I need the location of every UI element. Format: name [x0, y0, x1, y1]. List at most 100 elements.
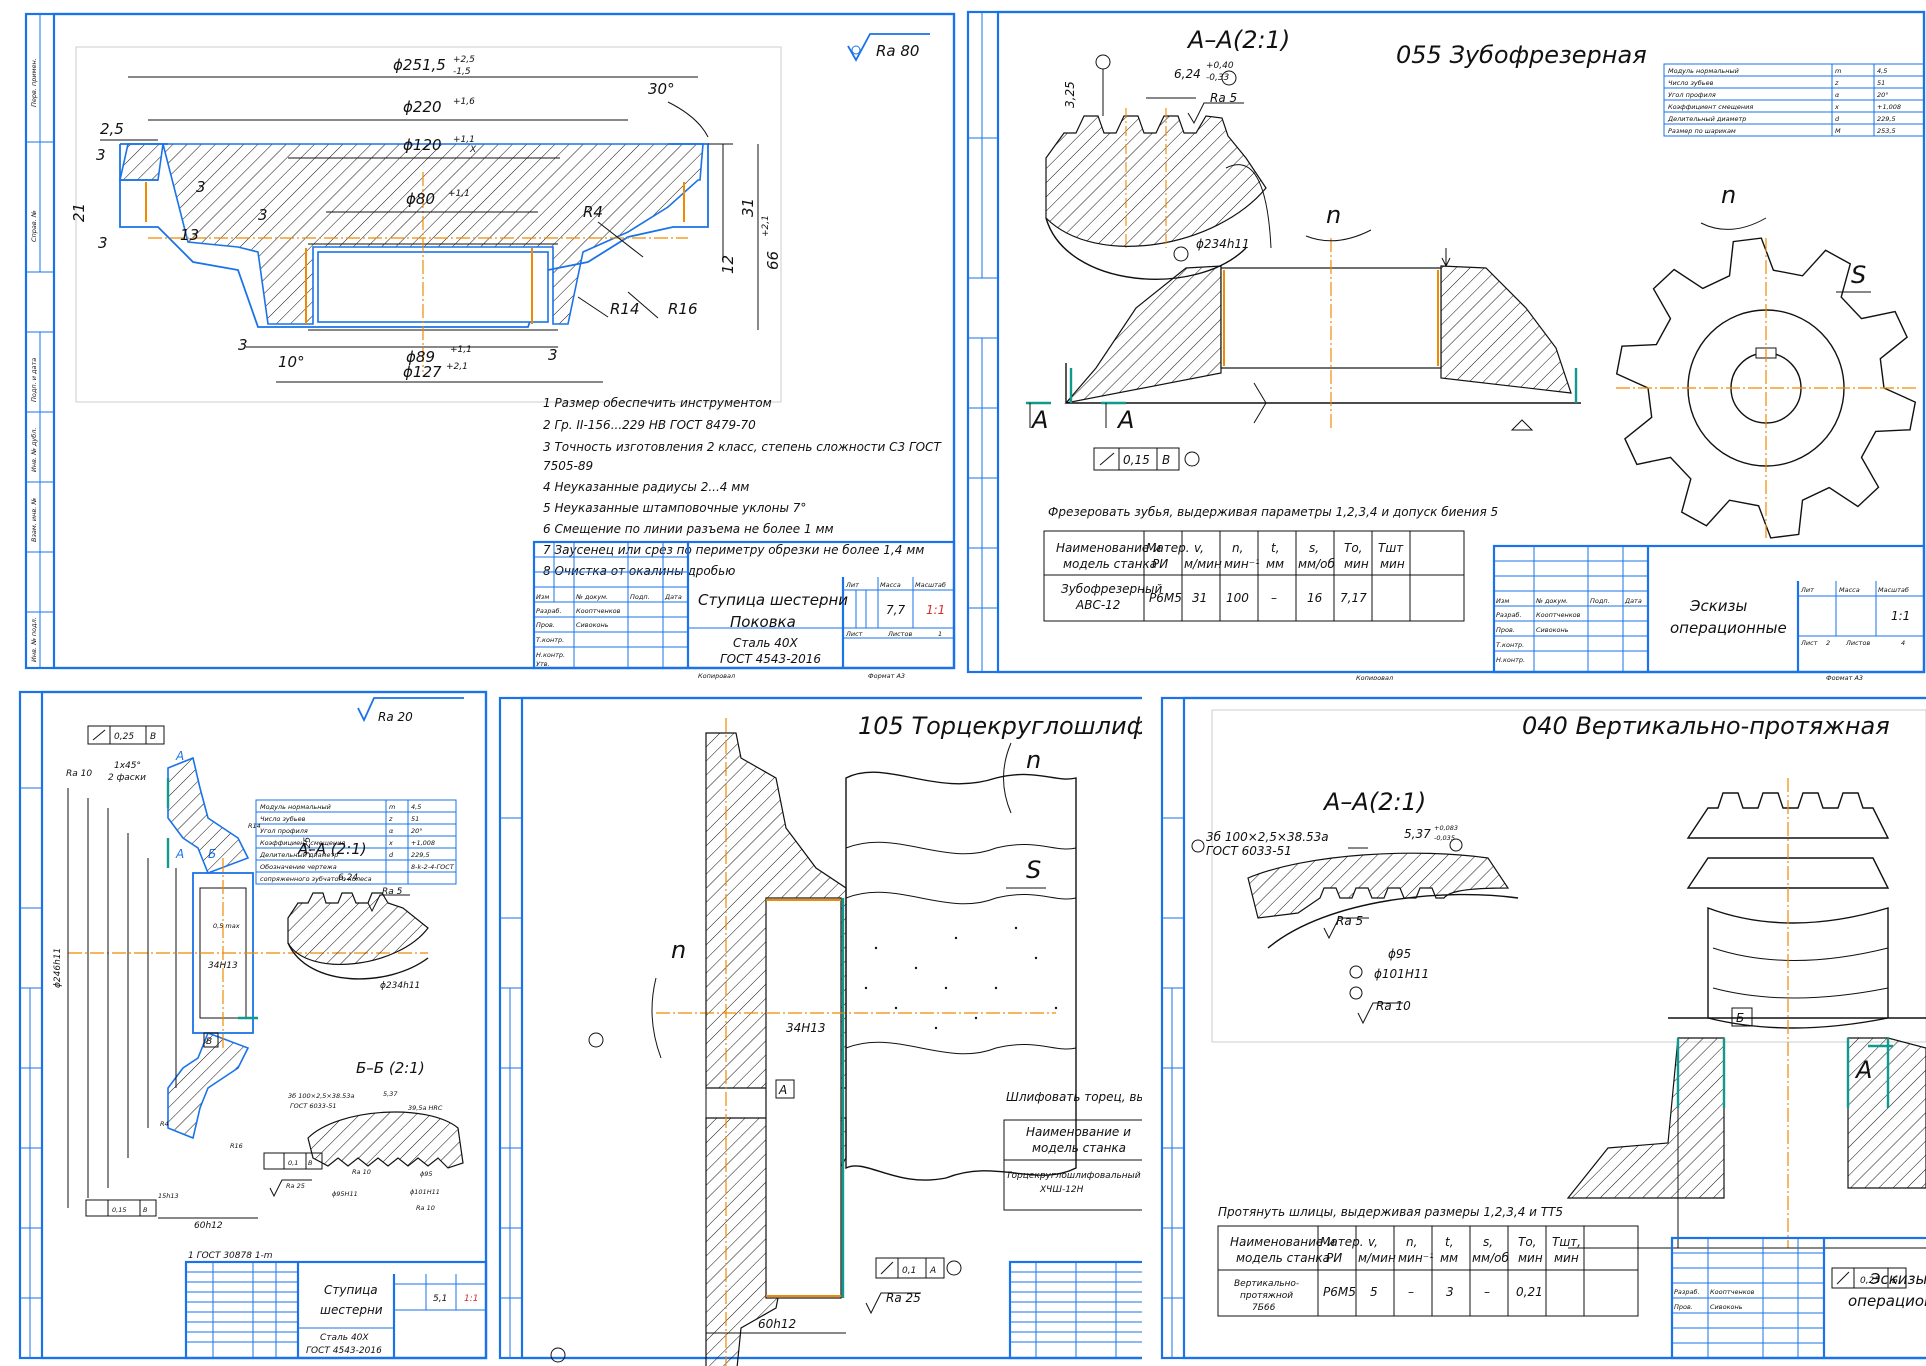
svg-text:+2,1: +2,1 [761, 215, 771, 237]
param-cell: 51 [1877, 79, 1885, 87]
svg-text:Т.контр.: Т.контр. [536, 636, 564, 644]
svg-text:Масштаб: Масштаб [915, 581, 946, 589]
param-cell: 229,5 [411, 851, 430, 859]
svg-text:№ докум.: № докум. [575, 593, 608, 601]
svg-text:31: 31 [739, 198, 757, 217]
svg-text:ГОСТ 4543-2016: ГОСТ 4543-2016 [306, 1346, 382, 1356]
operation-table-055: Наименование и модель станка Матер. РИ v… [1043, 530, 1465, 622]
svg-text:А–А (2:1): А–А (2:1) [297, 840, 367, 858]
grinding-wheel [845, 771, 1077, 1181]
svg-text:v,: v, [1194, 541, 1204, 555]
svg-text:мин⁻¹: мин⁻¹ [1224, 557, 1260, 571]
svg-text:м/мин: м/мин [1358, 1251, 1396, 1265]
svg-text:А: А [1030, 406, 1048, 434]
svg-text:модель станка: модель станка [1236, 1251, 1330, 1265]
svg-text:R14: R14 [248, 822, 261, 830]
svg-text:Наименование и: Наименование и [1230, 1235, 1335, 1249]
svg-text:0,5 max: 0,5 max [213, 922, 240, 930]
svg-text:0,25: 0,25 [114, 732, 134, 742]
svg-text:n: n [1721, 181, 1736, 209]
svg-text:–: – [1271, 591, 1277, 605]
side-label-perv: Перв. примен. [30, 58, 38, 107]
svg-text:31: 31 [1192, 591, 1207, 605]
svg-text:А: А [175, 847, 184, 861]
param-cell: 4,5 [411, 803, 421, 811]
svg-text:Ra 25: Ra 25 [886, 1291, 921, 1305]
svg-text:3 Точность изготовления 2 клас: 3 Точность изготовления 2 класс, степень… [543, 440, 942, 454]
svg-text:ϕ234h11: ϕ234h11 [1196, 237, 1250, 251]
svg-text:1 Размер обеспечить инструмент: 1 Размер обеспечить инструментом [543, 396, 772, 410]
svg-text:ϕ101H11: ϕ101H11 [410, 1188, 440, 1196]
svg-text:Б: Б [1892, 1276, 1898, 1286]
forging-drawing-svg: Перв. примен. Справ. № Подп. и дата Инв.… [24, 12, 956, 680]
svg-text:ϕ95: ϕ95 [1388, 947, 1411, 961]
sheet-gear-hobbing: 055 Зубофрезерная А–А(2:1) 6,24 +0,40 -0… [966, 8, 1926, 680]
hub-name: Ступица [324, 1283, 378, 1297]
dim-angle30: 30° [648, 80, 675, 98]
param-cell: x [388, 839, 393, 847]
svg-text:t,: t, [1445, 1235, 1454, 1249]
param-cell: x [1834, 103, 1839, 111]
dimensions-forging: ϕ251,5 +2,5 -1,5 ϕ220 +1,6 ϕ120 +1,1 X ϕ… [70, 55, 782, 383]
svg-text:Пров.: Пров. [536, 621, 555, 629]
svg-text:Н.контр.: Н.контр. [1496, 656, 1525, 664]
broaching-part [1566, 1017, 1926, 1249]
svg-text:1x45°: 1x45° [114, 761, 141, 771]
param-cell: Число зубьев [1668, 79, 1714, 87]
svg-text:Н.контр.: Н.контр. [536, 651, 565, 659]
param-cell: M [1835, 127, 1841, 135]
svg-text:Наименование и: Наименование и [1026, 1125, 1131, 1139]
operation-title-105: 105 Торцекруглошлифовал [858, 712, 1142, 740]
dim-d80: ϕ80 [406, 190, 435, 208]
svg-text:-0,035: -0,035 [1434, 834, 1455, 842]
svg-text:+2,5: +2,5 [453, 55, 475, 65]
sheet-broaching: 040 Вертикально-протяжная А–А(2:1) 3б 10… [1148, 688, 1926, 1366]
hub-detail-svg: Ra 20 0,25 В 1x45° 2 фаски Ra 10 А А Б Б… [18, 690, 488, 1360]
svg-text:Матер.: Матер. [1320, 1235, 1364, 1249]
svg-text:ГОСТ 6033-51: ГОСТ 6033-51 [290, 1102, 336, 1110]
side-label-inv-podl: Инв. № подл. [30, 617, 38, 662]
svg-text:В: В [206, 1037, 212, 1047]
svg-text:100: 100 [1226, 591, 1249, 605]
svg-text:1:1: 1:1 [1891, 609, 1910, 623]
side-label-podp: Подп. и дата [30, 358, 38, 402]
svg-text:Формат А3: Формат А3 [868, 672, 905, 680]
param-cell: +1,008 [1877, 103, 1901, 111]
svg-text:Поковка: Поковка [730, 613, 796, 631]
svg-text:s,: s, [1309, 541, 1319, 555]
svg-text:3: 3 [1446, 1285, 1454, 1299]
svg-text:РИ: РИ [1326, 1251, 1342, 1265]
svg-text:7505-89: 7505-89 [543, 459, 593, 473]
svg-text:3б 100×2,5×38.53а: 3б 100×2,5×38.53а [1206, 830, 1329, 844]
param-cell: Угол профиля [260, 827, 308, 835]
grinding-part-section [656, 718, 1056, 1366]
svg-text:ϕ234h11: ϕ234h11 [380, 981, 420, 991]
svg-text:4 Неуказанные радиусы 2...4 мм: 4 Неуказанные радиусы 2...4 мм [543, 480, 749, 494]
svg-text:шестерни: шестерни [320, 1303, 383, 1317]
svg-text:Утв.: Утв. [536, 660, 550, 668]
title-block-sheet4 [1008, 1260, 1142, 1360]
param-cell: +1,008 [411, 839, 435, 847]
sheet-hub-detail: Ra 20 0,25 В 1x45° 2 фаски Ra 10 А А Б Б… [8, 688, 488, 1366]
section-aa-label: А–А(2:1) [1186, 26, 1290, 54]
param-cell: Делительный диаметр [1667, 115, 1746, 123]
svg-text:0,21: 0,21 [1516, 1285, 1543, 1299]
svg-text:+2,1: +2,1 [446, 362, 468, 372]
svg-text:8 Очистка от окалины дробью: 8 Очистка от окалины дробью [543, 564, 735, 578]
svg-text:Лит: Лит [1800, 586, 1814, 594]
svg-text:0,15: 0,15 [112, 1206, 126, 1214]
svg-text:Кооптченков: Кооптченков [1710, 1288, 1755, 1296]
dim-d251: ϕ251,5 [393, 56, 446, 74]
svg-text:–: – [1484, 1285, 1490, 1299]
instruction-055: Фрезеровать зубья, выдерживая параметры … [1048, 505, 1498, 519]
title-block-sheet5: Разраб. Кооптченков Пров. Сивоконь Эскиз… [1670, 1236, 1926, 1360]
param-cell: 229,5 [1877, 115, 1896, 123]
svg-text:Копировал: Копировал [698, 672, 735, 680]
svg-text:7 Заусенец или срез по перимет: 7 Заусенец или срез по периметру обрезки… [543, 543, 924, 557]
param-cell: d [1835, 115, 1840, 123]
svg-text:3: 3 [258, 206, 268, 224]
dim-d127: ϕ127 [403, 363, 442, 381]
svg-text:Масса: Масса [1839, 586, 1860, 594]
title-block-sheet2: Изм № докум. Подп. Дата Разраб. Кооптчен… [1356, 544, 1926, 680]
